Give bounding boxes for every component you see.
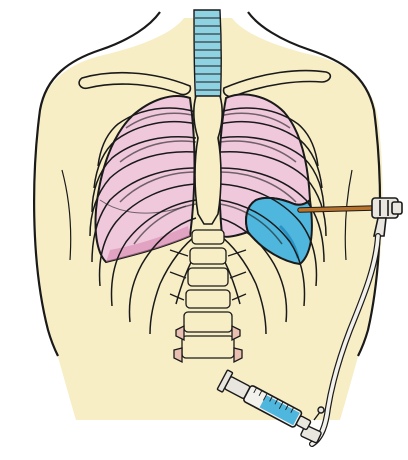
sternum — [194, 96, 222, 224]
catheter-icon — [300, 208, 374, 210]
stopcock-icon — [372, 198, 402, 236]
